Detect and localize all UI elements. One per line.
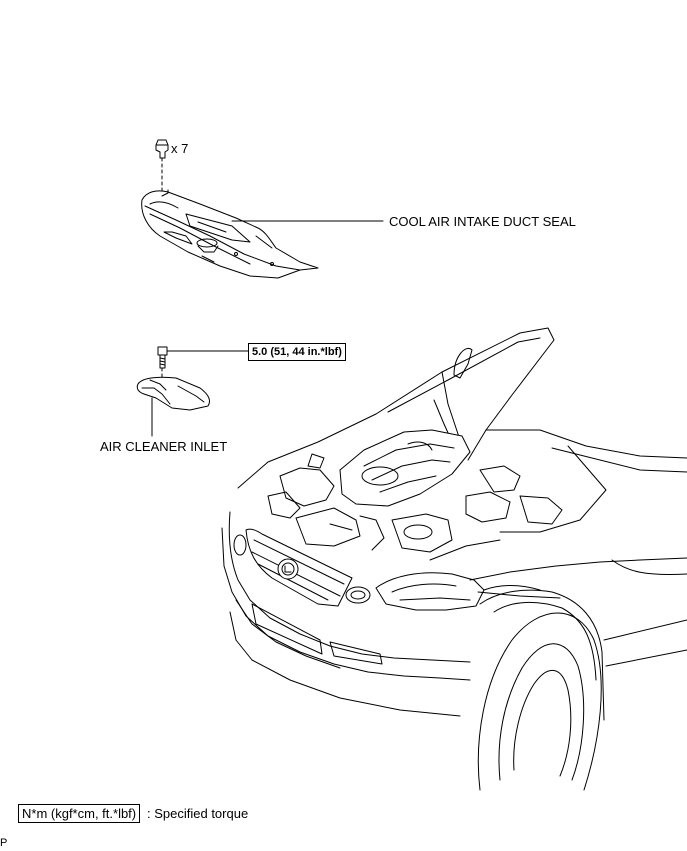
clip-icon [155, 139, 169, 159]
air-cleaner-inlet-label: AIR CLEANER INLET [100, 439, 228, 454]
legend-description: : Specified torque [147, 806, 249, 821]
legend-unit-text: N*m (kgf*cm, ft.*lbf) [22, 806, 137, 821]
clip-quantity-label: x 7 [171, 141, 189, 156]
legend-unit-box: N*m (kgf*cm, ft.*lbf) [18, 804, 141, 823]
torque-value: 5.0 (51, 44 in.*lbf) [252, 346, 342, 358]
corner-mark: P [0, 837, 8, 849]
cool-air-intake-duct-seal-shape [141, 189, 319, 279]
air-cleaner-inlet-shape [136, 376, 211, 411]
cool-air-intake-duct-seal-label: COOL AIR INTAKE DUCT SEAL [389, 214, 576, 229]
bolt-icon [157, 346, 168, 369]
torque-spec-box: 5.0 (51, 44 in.*lbf) [248, 343, 346, 361]
vehicle-illustration [221, 327, 687, 791]
